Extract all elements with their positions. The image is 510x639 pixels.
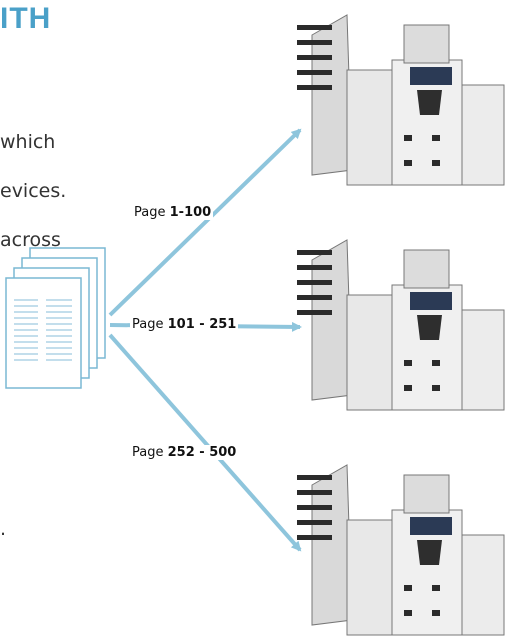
label-page-range-1: Page 1-100: [132, 205, 214, 220]
printer-3: [297, 464, 505, 636]
printer-1: [297, 14, 505, 186]
label-prefix: Page: [132, 317, 164, 332]
label-prefix: Page: [134, 205, 166, 220]
body-text-line-3: across: [0, 229, 61, 251]
multifunction-printer-icon: [297, 464, 505, 636]
printer-2: [297, 239, 505, 411]
document-stack-icon: [5, 247, 106, 389]
arrow-to-printer-1: [108, 128, 302, 317]
label-page-range-3: Page 252 - 500: [130, 445, 239, 460]
body-text-fragment: .: [0, 518, 7, 540]
label-page-range-2: Page 101 - 251: [130, 317, 239, 332]
arrow-to-printer-3: [108, 333, 302, 552]
label-range: 252 - 500: [167, 445, 237, 460]
multifunction-printer-icon: [297, 239, 505, 411]
label-prefix: Page: [132, 445, 164, 460]
label-range: 101 - 251: [167, 317, 237, 332]
multifunction-printer-icon: [297, 14, 505, 186]
body-text-line-1: which: [0, 131, 56, 153]
body-text-line-2: evices.: [0, 180, 67, 202]
heading-fragment: ITH: [0, 2, 52, 35]
label-range: 1-100: [169, 205, 212, 220]
